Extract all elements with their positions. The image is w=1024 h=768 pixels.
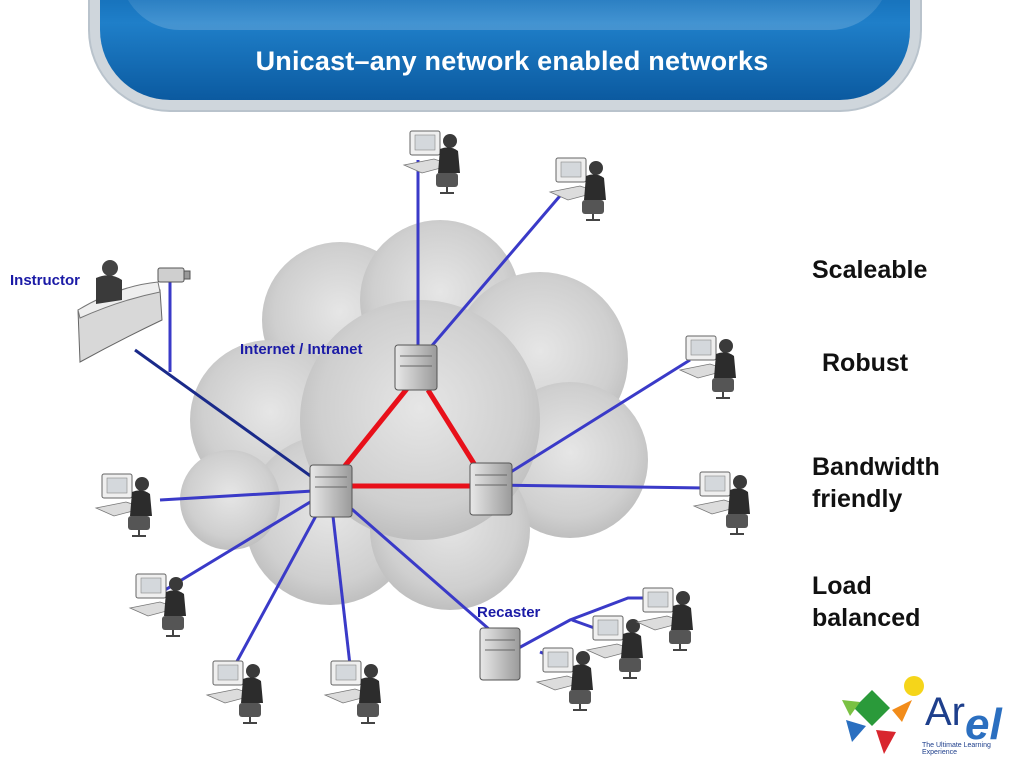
instructor-label: Instructor: [10, 272, 81, 289]
server-right: [469, 462, 513, 516]
slide-title: Unicast–any network enabled networks: [255, 46, 769, 76]
server-left: [309, 464, 353, 518]
logo-text-el: el: [965, 700, 1002, 749]
workstation-recaster-2: [586, 615, 644, 679]
server-top: [394, 344, 438, 391]
feature-robust: Robust: [822, 349, 909, 377]
feature-scaleable: Scaleable: [812, 256, 928, 284]
recaster-label: Recaster: [477, 604, 541, 621]
link-top-2: [416, 189, 567, 363]
workstation-left-4: [324, 660, 382, 724]
link-left-2: [164, 488, 331, 592]
video-camera-icon: [157, 267, 191, 283]
link-left-3: [233, 489, 332, 666]
instructor-link: [134, 348, 331, 492]
feature-bandwidth-friendly: Bandwidth friendly: [812, 453, 940, 513]
logo-text-ar: Ar: [925, 690, 965, 734]
network-links: [159, 160, 706, 666]
cloud-label: Internet / Intranet: [240, 341, 363, 358]
workstation-top-2: [549, 157, 607, 221]
workstation-left-3: [206, 660, 264, 724]
instructor-desk: [77, 260, 163, 363]
logo-tagline: The Ultimate Learning Experience: [922, 742, 991, 756]
link-left-1: [159, 488, 331, 502]
feature-load-balanced: Load balanced: [812, 572, 921, 632]
workstation-left-2: [129, 573, 187, 637]
link-left-4: [328, 489, 352, 666]
link-recaster-group: [514, 596, 655, 652]
arel-logo-icon: [842, 676, 924, 754]
workstation-left-1: [95, 473, 153, 537]
link-recaster: [329, 488, 491, 632]
workstation-right-2: [693, 471, 751, 535]
server-triangle-links: [338, 383, 481, 489]
title-banner-gloss: [120, 0, 890, 30]
workstation-recaster-3: [636, 587, 694, 651]
link-right-1: [489, 358, 691, 487]
internet-cloud: [180, 220, 648, 610]
workstation-right-1: [679, 335, 737, 399]
title-banner: [100, 0, 910, 100]
server-recaster: [479, 627, 521, 681]
workstation-recaster-1: [536, 647, 594, 711]
link-right-2: [489, 483, 706, 490]
workstation-top-1: [403, 130, 461, 194]
